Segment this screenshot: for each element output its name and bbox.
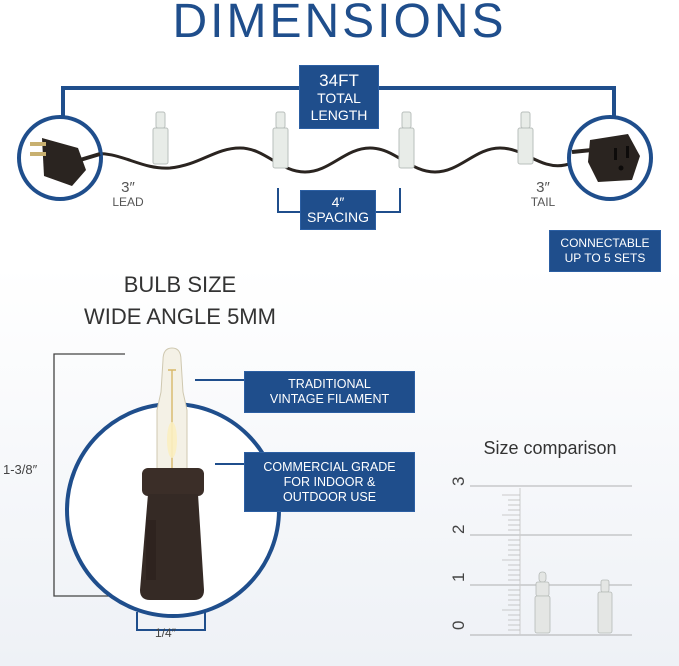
grade-text1: COMMERCIAL GRADE — [263, 459, 396, 474]
strand-diagram — [17, 86, 653, 213]
tail-value: 3″ — [536, 179, 550, 196]
socket-icon — [571, 134, 640, 182]
bulb-glass — [156, 347, 188, 471]
total-length-text1: TOTAL — [317, 89, 361, 106]
bulb-size-subheading: WIDE ANGLE 5MM — [84, 304, 276, 329]
connectable-text2: UP TO 5 SETS — [564, 251, 646, 265]
filament-label: TRADITIONAL VINTAGE FILAMENT — [244, 371, 415, 413]
ruler-label-3: 3 — [449, 477, 468, 486]
bulb-base — [140, 468, 204, 600]
bulb-closeup — [53, 347, 281, 631]
comparison-bulb-wide-angle — [534, 571, 551, 634]
total-length-label: 34FT TOTAL LENGTH — [299, 65, 379, 129]
ruler-label-1: 1 — [449, 573, 468, 582]
width-bracket — [136, 612, 206, 631]
total-length-text2: LENGTH — [310, 106, 368, 123]
ruler-ticks — [502, 494, 520, 631]
ruler-label-2: 2 — [449, 525, 468, 534]
bulb-size-heading: BULB SIZE — [123, 272, 237, 297]
grade-text3: OUTDOOR USE — [282, 489, 377, 504]
spacing-label: 4″ SPACING — [300, 190, 376, 230]
connectable-text1: CONNECTABLE — [560, 236, 650, 250]
connectable-label: CONNECTABLE UP TO 5 SETS — [549, 230, 661, 272]
bulb-4 — [517, 111, 534, 165]
size-comparison-chart: 0 1 2 3 — [449, 477, 632, 636]
tail-label: 3″ TAIL — [521, 180, 565, 209]
tail-text: TAIL — [530, 195, 556, 209]
spacing-value: 4″ — [331, 194, 345, 210]
height-label: 1-3/8″ — [3, 462, 38, 477]
filament-text1: TRADITIONAL — [288, 377, 371, 391]
grade-text2: FOR INDOOR & — [283, 474, 376, 489]
plug-icon — [30, 138, 101, 186]
height-bracket — [53, 353, 125, 597]
bulb-3 — [398, 111, 415, 169]
lead-text: LEAD — [112, 195, 144, 209]
wire — [89, 146, 601, 174]
page-title: DIMENSIONS — [172, 0, 507, 48]
ruler-label-0: 0 — [449, 621, 468, 630]
width-label: 1/4″ — [155, 626, 176, 640]
lead-label: 3″ LEAD — [106, 180, 150, 209]
filament-text2: VINTAGE FILAMENT — [269, 392, 390, 406]
bulbs — [152, 111, 534, 169]
comparison-bulb-standard — [597, 579, 613, 634]
grade-label: COMMERCIAL GRADE FOR INDOOR & OUTDOOR US… — [244, 452, 415, 512]
spacing-text: SPACING — [307, 209, 369, 225]
lead-value: 3″ — [121, 179, 135, 196]
total-length-value: 34FT — [319, 70, 359, 90]
size-comparison-title: Size comparison — [483, 438, 617, 458]
bulb-1 — [152, 111, 169, 165]
bulb-2 — [272, 111, 289, 169]
